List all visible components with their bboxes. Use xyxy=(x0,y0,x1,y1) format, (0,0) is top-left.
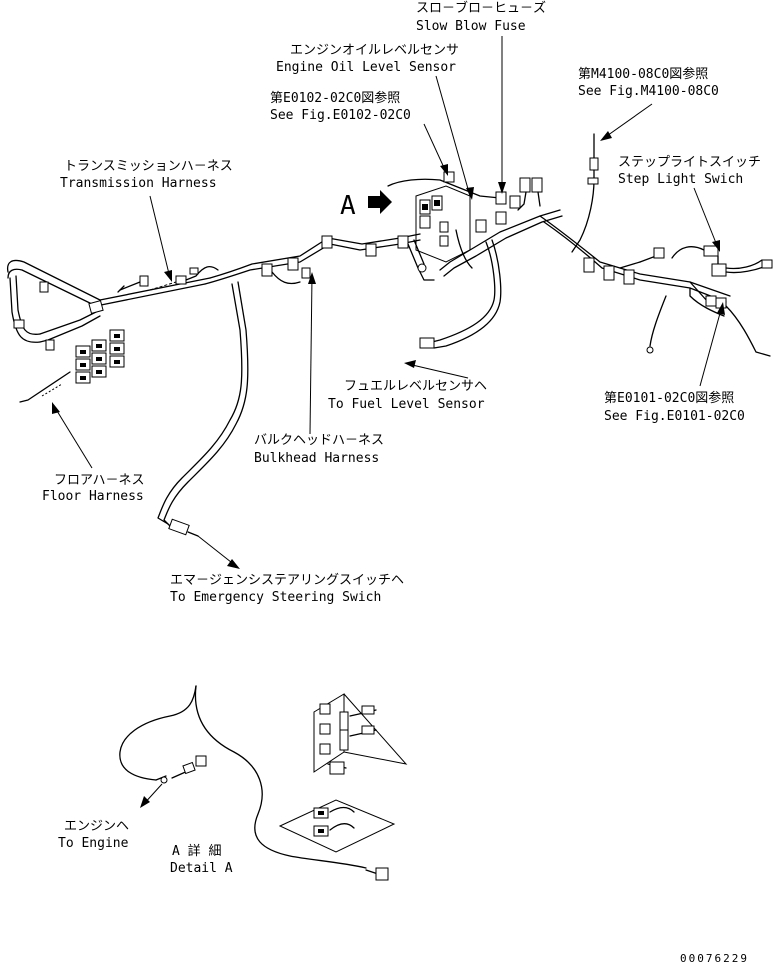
central-panel-assembly xyxy=(387,171,563,281)
detail-a-marker: A xyxy=(340,191,356,221)
callout-labels: スロ－ブロ－ヒュ－ズ Slow Blow Fuse エンジンオイルレベルセンサ … xyxy=(42,0,761,965)
label-ref-m4100-ja: 第M4100-08C0図参照 xyxy=(578,66,708,82)
label-to-engine-ja: エンジンヘ xyxy=(64,819,129,834)
label-transmission-harness-ja: トランスミッションハ－ネス xyxy=(64,159,233,174)
label-emergency-steering-switch-ja: エマ－ジェンシステアリングスイッチヘ xyxy=(170,573,404,588)
label-detail-a-ja: A 詳 細 xyxy=(172,843,221,859)
label-engine-oil-level-sensor-ja: エンジンオイルレベルセンサ xyxy=(290,43,459,58)
document-number: 00076229 xyxy=(680,952,749,965)
bulkhead-harness-run xyxy=(157,233,421,537)
label-ref-e0101-en: See Fig.E0101-02C0 xyxy=(604,409,745,424)
step-light-switch-assembly xyxy=(571,133,773,277)
floor-harness-connector-block xyxy=(19,329,125,403)
label-ref-e0102-ja: 第E0102-02C0図参照 xyxy=(270,90,400,106)
label-to-engine-en: To Engine xyxy=(58,836,129,851)
fuel-level-sensor-lead xyxy=(419,239,502,349)
callout-arrowheads xyxy=(52,131,725,808)
label-fuel-level-sensor-ja: フュエルレベルセンサヘ xyxy=(344,379,487,394)
label-engine-oil-level-sensor-en: Engine Oil Level Sensor xyxy=(276,60,456,75)
label-bulkhead-harness-ja: バルクヘッドハ－ネス xyxy=(254,433,384,448)
label-emergency-steering-switch-en: To Emergency Steering Swich xyxy=(170,590,381,605)
label-transmission-harness-en: Transmission Harness xyxy=(60,176,217,191)
detail-a-arrow-icon xyxy=(368,190,392,214)
label-ref-e0101-ja: 第E0101-02C0図参照 xyxy=(604,390,734,406)
label-ref-m4100-en: See Fig.M4100-08C0 xyxy=(578,84,719,99)
callout-leaders xyxy=(53,36,723,807)
detail-a-drawing xyxy=(119,685,408,881)
transmission-harness-connector xyxy=(117,265,219,293)
label-detail-a-en: Detail A xyxy=(170,861,233,876)
label-floor-harness-en: Floor Harness xyxy=(42,489,144,504)
left-frame-rail xyxy=(6,259,211,351)
right-frame-rail xyxy=(539,215,771,357)
label-slow-blow-fuse-en: Slow Blow Fuse xyxy=(416,19,526,34)
label-fuel-level-sensor-en: To Fuel Level Sensor xyxy=(328,397,485,412)
label-floor-harness-ja: フロアハ－ネス xyxy=(54,473,144,488)
main-harness-drawing: A xyxy=(6,36,773,808)
label-slow-blow-fuse-ja: スロ－ブロ－ヒュ－ズ xyxy=(416,0,546,16)
label-step-light-switch-ja: ステップライトスイッチ xyxy=(618,155,761,170)
label-bulkhead-harness-en: Bulkhead Harness xyxy=(254,451,379,466)
label-ref-e0102-en: See Fig.E0102-02C0 xyxy=(270,108,411,123)
label-step-light-switch-en: Step Light Swich xyxy=(618,172,743,187)
